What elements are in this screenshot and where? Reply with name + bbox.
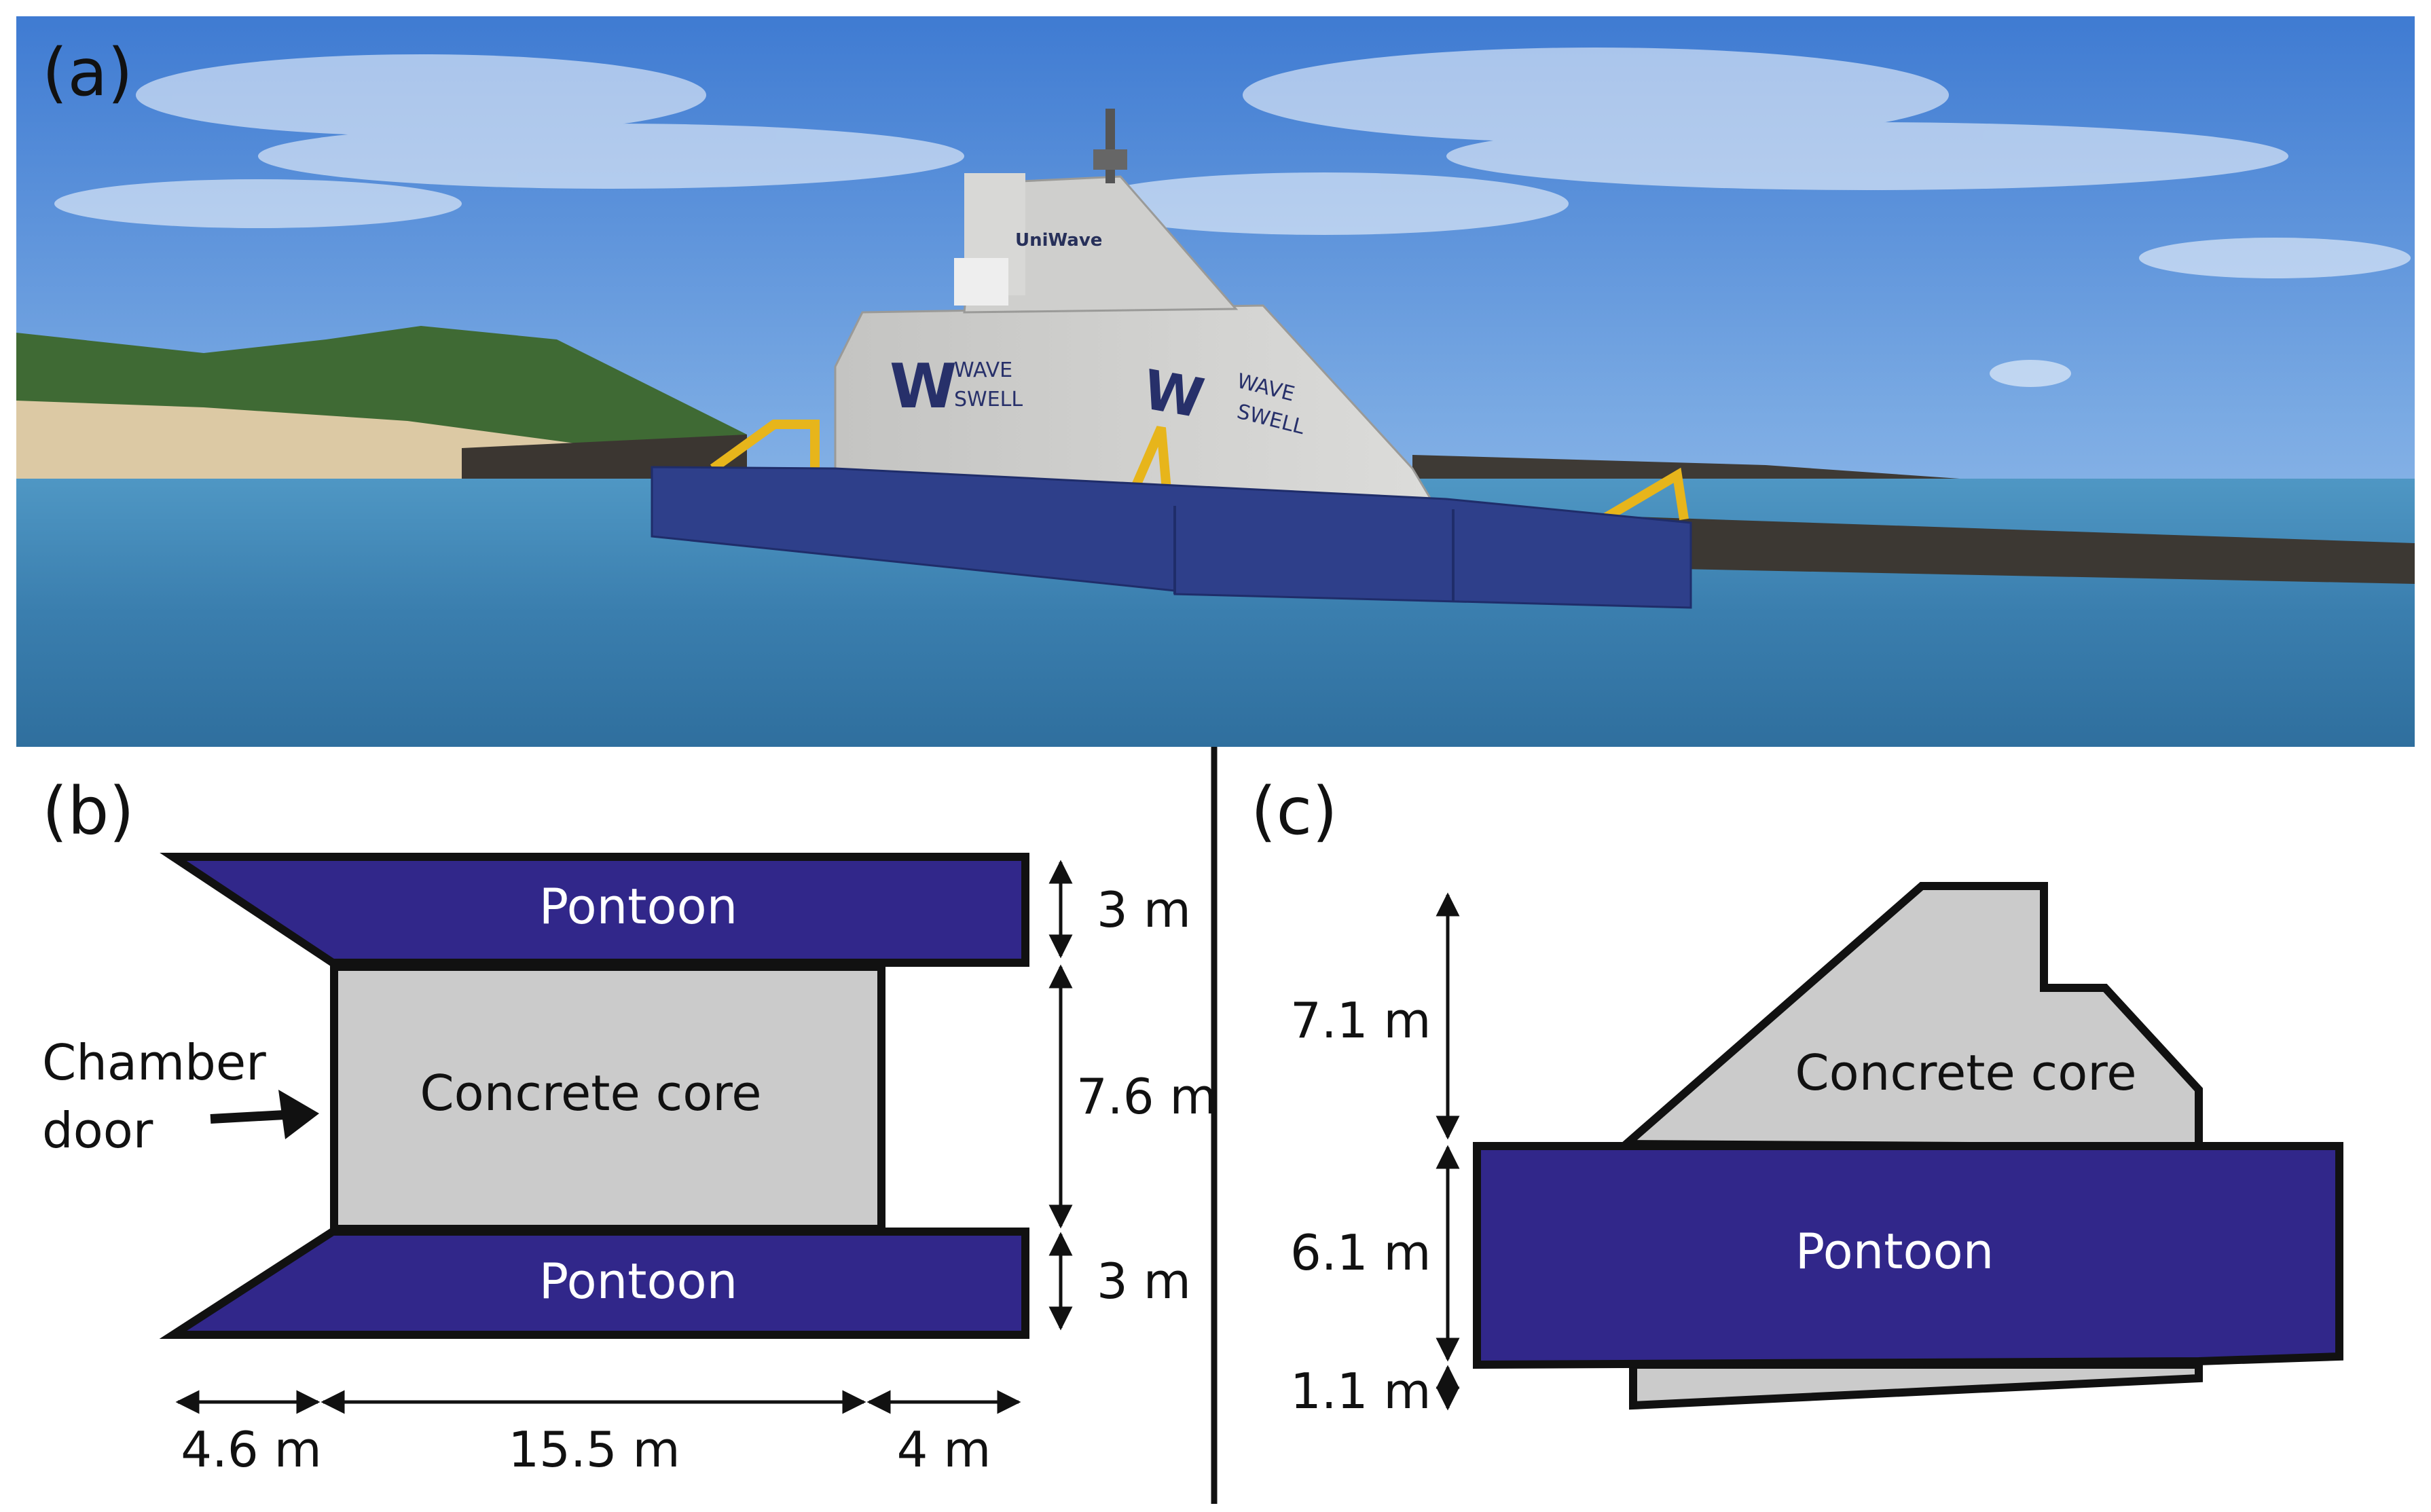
side-pontoon-shape <box>1473 1142 2343 1369</box>
panel-a-photo: UniWave W WAVE SWELL W WAVE SWELL (a) <box>16 16 2415 747</box>
dim-side-pontoon-height-label: 6.1 m <box>1290 1224 1431 1281</box>
dim-core-height-label: 7.6 m <box>1076 1068 1218 1125</box>
dim-core-width-label: 15.5 m <box>508 1421 680 1478</box>
mast <box>1105 109 1115 183</box>
dim-side-base-height-label: 1.1 m <box>1290 1363 1431 1420</box>
chamber-door-arrow-head <box>278 1090 319 1139</box>
rail-middle <box>1122 426 1173 508</box>
uniwave-sign: UniWave <box>1015 230 1102 251</box>
rail-right <box>1600 467 1689 524</box>
mast-unit <box>1093 149 1127 170</box>
panel-c-side-view: (c) Concrete core Pontoon 7.1 m 6.1 m 1.… <box>1251 773 2343 1420</box>
chamber-door-label-line1: Chamber <box>42 1034 266 1091</box>
panel-b-plan-view: (b) Pontoon Concrete core Pontoon Chambe… <box>42 773 1218 1478</box>
dim-right-width-label: 4 m <box>897 1421 991 1478</box>
tower-box <box>954 258 1008 306</box>
clouds <box>54 48 2411 387</box>
side-core-base-shape <box>1629 1361 2203 1410</box>
chamber-door-label-line2: door <box>42 1102 153 1159</box>
side-core-label: Concrete core <box>1795 1044 2136 1101</box>
top-pontoon-label: Pontoon <box>539 878 738 935</box>
brand-text-left-2: SWELL <box>954 388 1023 411</box>
panel-c-label: (c) <box>1251 773 1338 849</box>
dim-left-width-label: 4.6 m <box>181 1421 322 1478</box>
panel-b-label: (b) <box>42 773 134 849</box>
side-core-shape <box>1615 882 2203 1152</box>
dim-bottom-pontoon-height-label: 3 m <box>1097 1253 1191 1310</box>
panel-a-label: (a) <box>42 35 133 111</box>
rail-left <box>710 420 820 473</box>
top-pontoon-shape <box>160 853 1029 967</box>
core-label: Concrete core <box>420 1065 761 1122</box>
logo-mark-right: W <box>1139 358 1209 430</box>
pontoon-hull <box>651 466 1692 609</box>
core-shape <box>330 963 885 1233</box>
bottom-pontoon-label: Pontoon <box>539 1253 738 1310</box>
dim-top-pontoon-height-label: 3 m <box>1097 881 1191 938</box>
brand-text-left-1: WAVE <box>954 358 1012 382</box>
wave-swell-device: UniWave W WAVE SWELL W WAVE SWELL <box>651 109 1692 609</box>
bottom-pontoon-shape <box>159 1228 1029 1339</box>
dim-side-core-height-label: 7.1 m <box>1290 992 1431 1049</box>
side-pontoon-label: Pontoon <box>1795 1223 1994 1280</box>
logo-mark-left: W <box>890 351 957 422</box>
